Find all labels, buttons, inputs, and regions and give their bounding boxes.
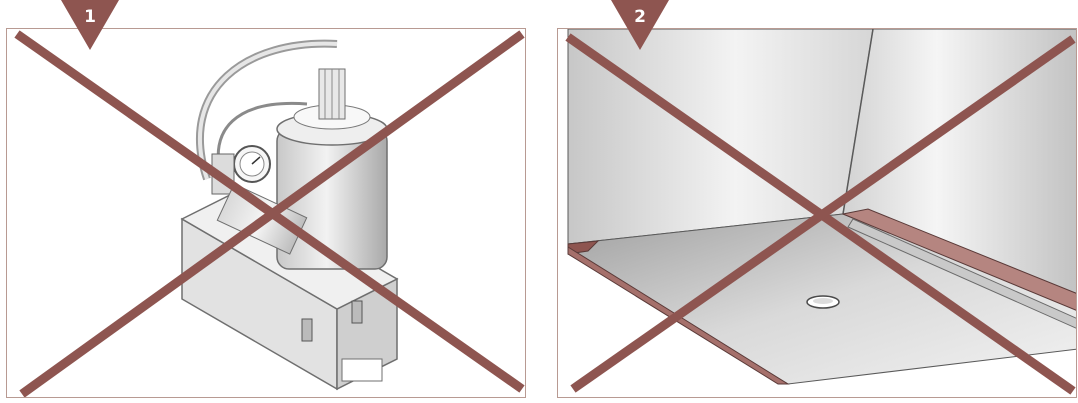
device-illustration [14,30,525,397]
cabinet-floor-illustration [565,29,1076,395]
cross-line-b [19,30,525,397]
panel-1 [6,28,526,398]
cross-line-b [570,35,1076,393]
panel-2-number: 2 [634,7,646,27]
panel-2-marker: 2 [611,0,669,50]
triangle-marker-icon [611,0,669,50]
triangle-marker-icon [61,0,119,50]
panel-2 [557,28,1077,398]
panel-1-number: 1 [84,7,96,27]
panel-1-marker: 1 [61,0,119,50]
